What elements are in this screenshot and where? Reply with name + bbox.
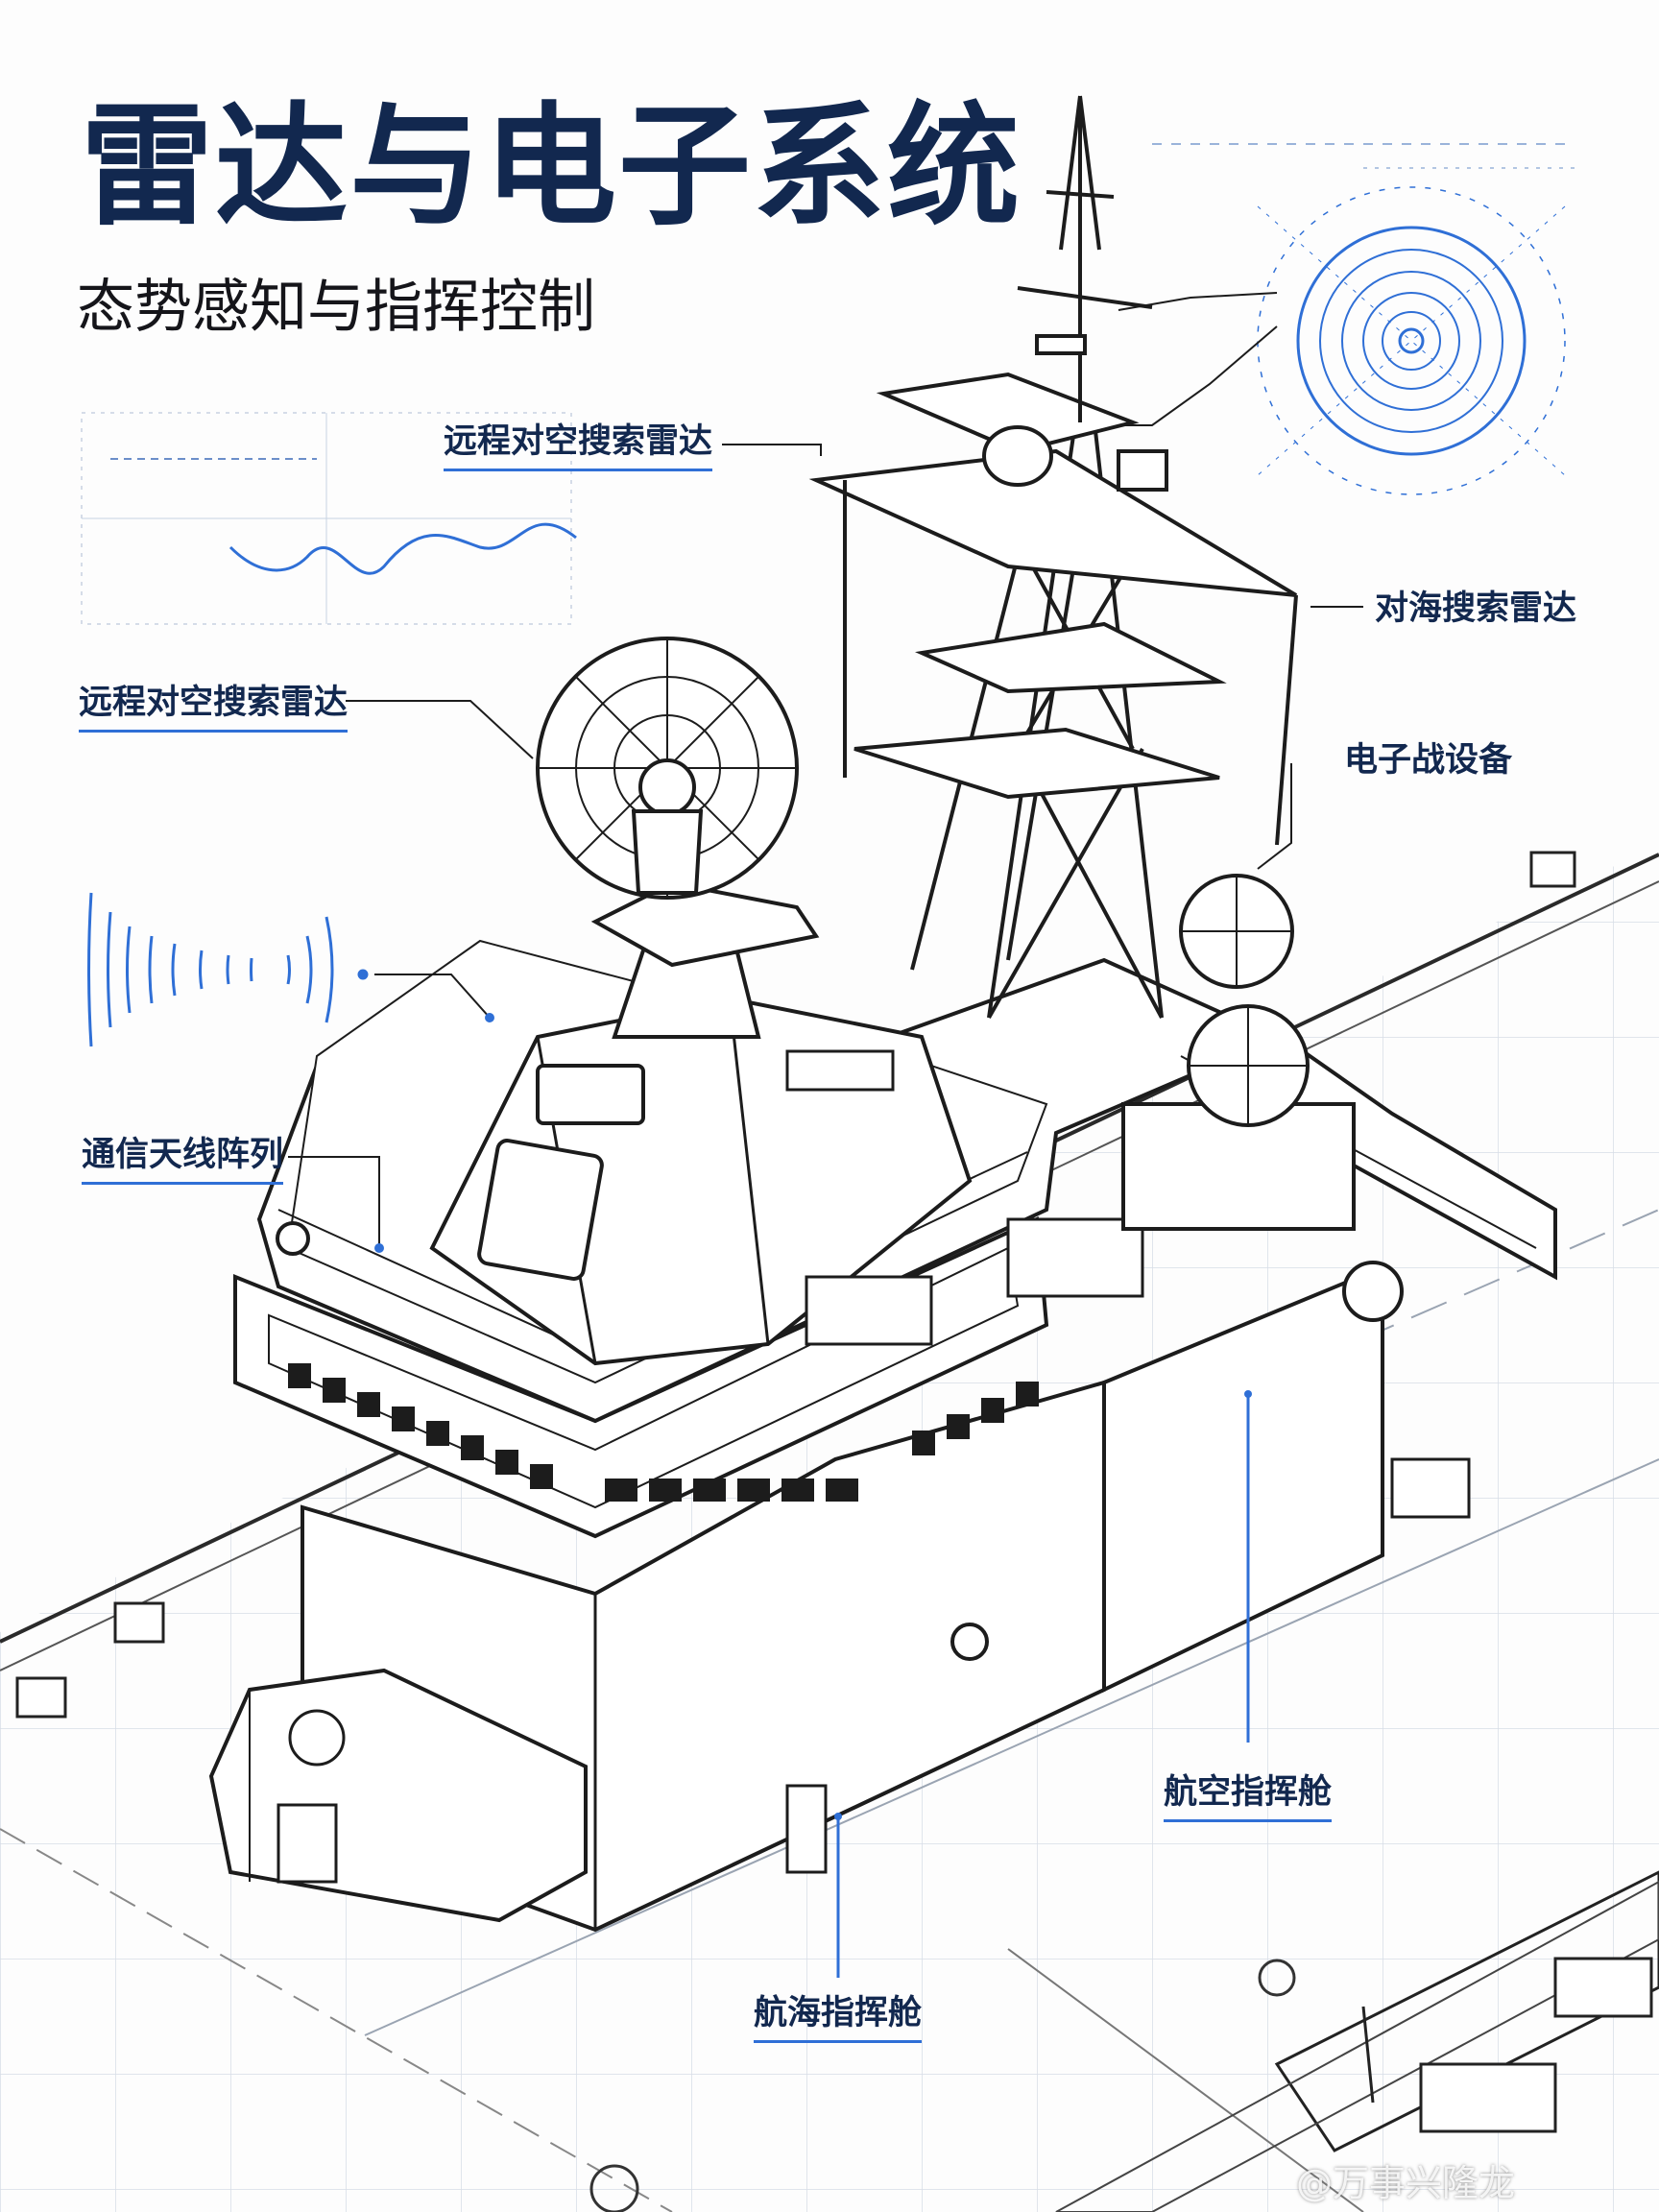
callout-air-command: 航空指挥舱 <box>1164 1776 1333 1822</box>
callout-air-radar-top: 远程对空搜索雷达 <box>444 425 713 471</box>
callout-ew-equipment: 电子战设备 <box>1344 741 1513 780</box>
waveform-graph <box>81 412 577 625</box>
signal-wave-graphic <box>87 892 369 1047</box>
callout-comm-antenna: 通信天线阵列 <box>82 1139 284 1185</box>
callout-air-radar-left: 远程对空搜索雷达 <box>79 686 349 733</box>
air-search-radar-dish <box>536 637 820 1039</box>
island-superstructure <box>208 939 1557 1933</box>
callout-sea-radar: 对海搜索雷达 <box>1375 589 1577 628</box>
radar-scope-graphic <box>1152 143 1575 495</box>
radar-domes <box>276 874 1404 1661</box>
watermark: @万事兴隆龙 <box>1296 2162 1516 2204</box>
page-subtitle: 态势感知与指挥控制 <box>77 274 595 341</box>
page-title: 雷达与电子系统 <box>81 89 1022 244</box>
callout-nav-command: 航海指挥舱 <box>754 1997 923 2043</box>
lattice-mast <box>808 95 1298 1019</box>
leader-lines <box>288 292 1363 1978</box>
